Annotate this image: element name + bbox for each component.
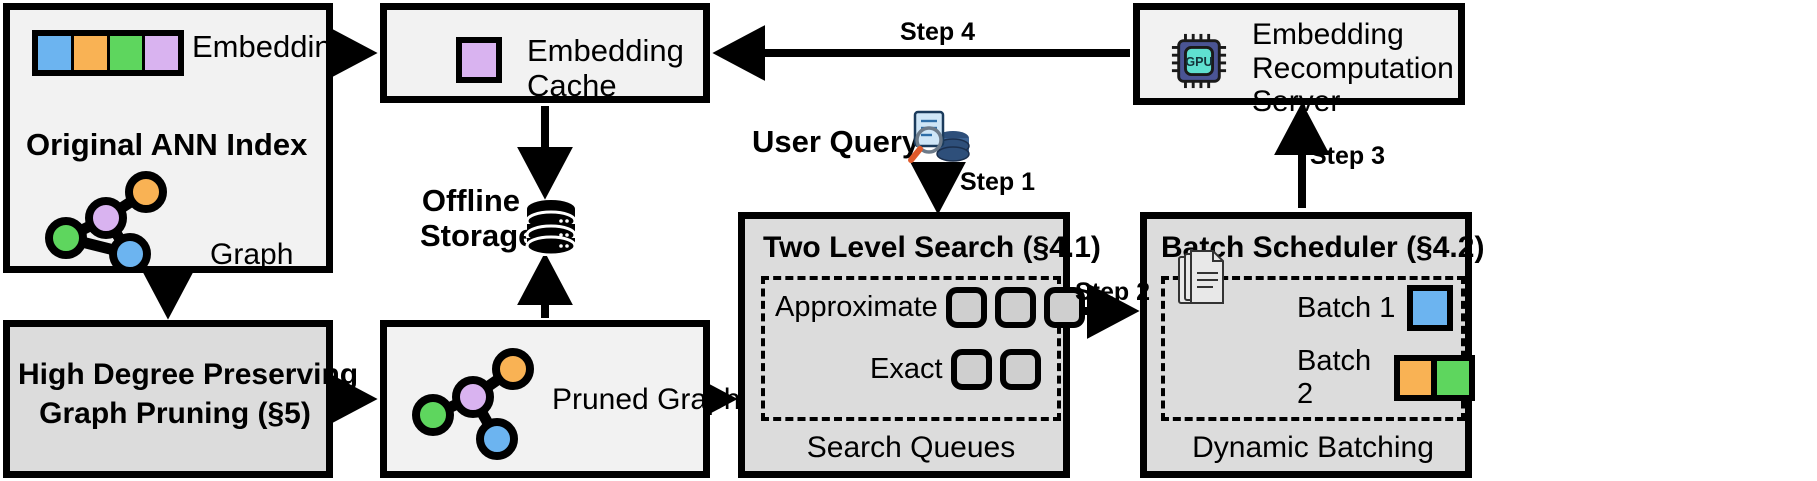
step-1-label: Step 1 <box>960 168 1036 196</box>
embedding-cache-box: Embedding Cache <box>380 3 710 103</box>
graph-label: Graph <box>210 238 294 271</box>
embedding-cache-label: Embedding Cache <box>527 33 684 103</box>
search-document-icon <box>908 110 970 163</box>
gpu-chip-icon: GPU <box>1171 33 1227 89</box>
search-queues-footer: Search Queues <box>806 431 1016 464</box>
graph-pruning-box: High Degree Preserving Graph Pruning (§5… <box>3 320 359 478</box>
exact-label: Exact <box>870 353 943 385</box>
step-2-label: Step 2 <box>1075 278 1151 306</box>
embedding-cache-swatch <box>456 37 502 83</box>
pruned-graph-icon <box>412 348 534 460</box>
exact-queue-cell[interactable] <box>950 349 992 390</box>
batch-1-label: Batch 1 <box>1297 291 1396 324</box>
graph-pruning-label: High Degree Preserving Graph Pruning (§5… <box>18 358 359 430</box>
documents-icon <box>1178 250 1224 304</box>
pruned-graph-label: Pruned Graph <box>552 383 741 416</box>
embedding-strip <box>32 30 184 76</box>
embedding-cell-orange <box>73 36 110 70</box>
embedding-recomputation-server-label: Embedding Recomputation Server <box>1252 18 1454 119</box>
batch-1-chip-blue <box>1407 285 1454 331</box>
search-queue-row-approximate: Approximate <box>775 287 1085 328</box>
batch-2-chip-orange <box>1393 355 1435 401</box>
approximate-queue-cell[interactable] <box>1043 287 1085 328</box>
approximate-queue-cell[interactable] <box>945 287 987 328</box>
search-queue-row-exact: Exact <box>870 349 1041 390</box>
step-4-label: Step 4 <box>900 18 976 46</box>
embedding-cell-green <box>109 36 146 70</box>
step-3-label: Step 3 <box>1310 142 1386 170</box>
batch-row-2: Batch 2 <box>1297 345 1476 411</box>
search-queues-group <box>761 276 1061 421</box>
pruned-graph-box: Pruned Graph <box>380 320 740 478</box>
original-graph-icon <box>45 171 167 270</box>
batch-2-chip-green <box>1434 355 1476 401</box>
batch-row-1: Batch 1 <box>1297 285 1454 331</box>
user-query-label: User Query <box>752 124 920 159</box>
embedding-recomputation-server-box: GPU Embedding Recomputation Server <box>1133 3 1465 118</box>
two-level-search-title: Two Level Search (§4.1) <box>763 231 1101 264</box>
approximate-queue-cell[interactable] <box>994 287 1036 328</box>
svg-text:GPU: GPU <box>1185 55 1212 69</box>
embedding-cell-purple <box>145 36 178 70</box>
exact-queue-cell[interactable] <box>999 349 1041 390</box>
two-level-search-box: Two Level Search (§4.1) Approximate Exac… <box>738 212 1101 478</box>
embedding-cell-blue <box>38 36 74 70</box>
batch-2-label: Batch 2 <box>1297 345 1372 410</box>
database-icon <box>525 200 577 256</box>
batch-scheduler-box: Batch Scheduler (§4.2) Batch 1 Batch 2 <box>1140 212 1484 478</box>
dynamic-batching-footer: Dynamic Batching <box>1192 431 1434 464</box>
dynamic-batching-group <box>1161 276 1465 421</box>
embedding-label: Embedding <box>192 29 349 64</box>
approximate-label: Approximate <box>775 291 938 323</box>
original-ann-index-title: Original ANN Index <box>26 127 308 162</box>
original-ann-index-box: Embedding Original ANN Index Graph <box>3 3 349 273</box>
offline-storage-label: Offline Storage <box>420 183 536 253</box>
